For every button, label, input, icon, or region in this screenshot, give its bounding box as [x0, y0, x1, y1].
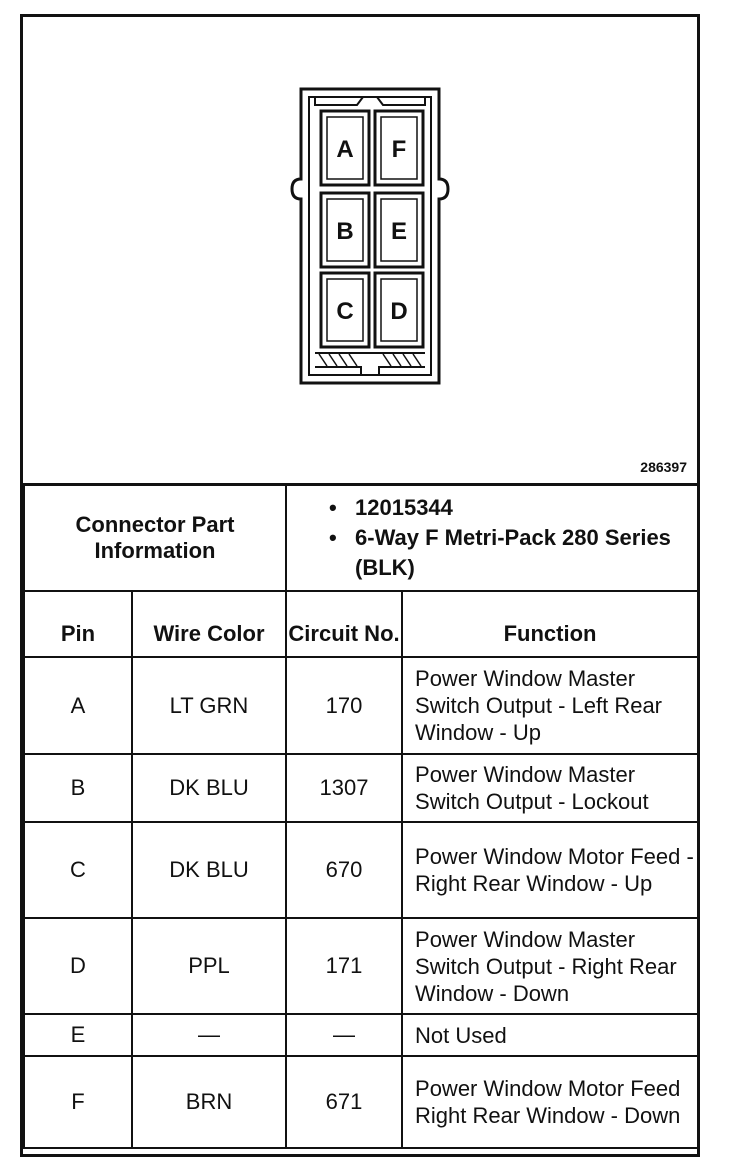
pin-label-d: D: [390, 298, 407, 325]
pin-label-f: F: [392, 136, 407, 163]
circuit-cell: 670: [285, 821, 404, 919]
cavity-f: [373, 109, 425, 187]
pin-cell: D: [23, 917, 133, 1015]
col-header-pin: Pin: [23, 590, 133, 658]
table-row: A LT GRN 170 Power Window Master Switch …: [23, 656, 700, 755]
figure-number: 286397: [640, 459, 687, 475]
top-latch-left: [314, 96, 364, 106]
col-header-circuit: Circuit No.: [285, 590, 404, 658]
circuit-cell: 171: [285, 917, 404, 1015]
function-cell: Power Window Master Switch Output - Righ…: [401, 917, 700, 1015]
top-latch-right: [376, 96, 426, 106]
cavity-d: [373, 271, 425, 349]
wire-color-cell: —: [130, 1013, 288, 1057]
pin-cell: A: [23, 656, 133, 755]
wire-color-cell: DK BLU: [130, 753, 288, 823]
connector-shell: [290, 87, 450, 385]
col-header-wire-color: Wire Color: [130, 590, 288, 658]
bottom-key: [315, 352, 425, 375]
wire-color-cell: PPL: [130, 917, 288, 1015]
connector-description: 6-Way F Metri-Pack 280 Series (BLK): [329, 523, 697, 583]
circuit-cell: 170: [285, 656, 404, 755]
function-cell: Not Used: [401, 1013, 700, 1057]
cavity-a: [319, 109, 371, 187]
circuit-cell: 671: [285, 1055, 404, 1149]
pin-label-a: A: [336, 136, 353, 163]
function-cell: Power Window Motor Feed Right Rear Windo…: [401, 1055, 700, 1149]
header-row: Pin Wire Color Circuit No. Function: [23, 590, 700, 658]
wire-color-cell: DK BLU: [130, 821, 288, 919]
connector-info-label: Connector Part Information: [22, 483, 288, 592]
cavity-b: [319, 191, 371, 269]
connector-inner-wall: [308, 96, 432, 376]
wire-color-cell: BRN: [130, 1055, 288, 1149]
col-header-function: Function: [401, 590, 700, 658]
connector-info-row: Connector Part Information 12015344 6-Wa…: [22, 483, 700, 592]
pin-cell: C: [23, 821, 133, 919]
table-row: E — — Not Used: [23, 1013, 700, 1057]
connector-diagram: A F B E C D 286397: [23, 17, 697, 486]
bottom-hatch: [318, 353, 422, 367]
connector-part-number: 12015344: [329, 493, 697, 523]
connector-drawing: A F B E C D: [290, 87, 450, 385]
circuit-cell: 1307: [285, 753, 404, 823]
connector-info-list: 12015344 6-Way F Metri-Pack 280 Series (…: [285, 483, 700, 592]
pin-label-e: E: [391, 218, 407, 245]
pin-cell: B: [23, 753, 133, 823]
pin-cell: F: [23, 1055, 133, 1149]
cavity-c: [319, 271, 371, 349]
pinout-table: Connector Part Information 12015344 6-Wa…: [22, 483, 700, 1149]
table-row: F BRN 671 Power Window Motor Feed Right …: [23, 1055, 700, 1149]
pin-label-c: C: [336, 298, 353, 325]
pin-cell: E: [23, 1013, 133, 1057]
circuit-cell: —: [285, 1013, 404, 1057]
table-row: B DK BLU 1307 Power Window Master Switch…: [23, 753, 700, 823]
table-row: C DK BLU 670 Power Window Motor Feed - R…: [23, 821, 700, 919]
function-cell: Power Window Motor Feed - Right Rear Win…: [401, 821, 700, 919]
function-cell: Power Window Master Switch Output - Left…: [401, 656, 700, 755]
pin-label-b: B: [336, 218, 353, 245]
cavity-e: [373, 191, 425, 269]
function-cell: Power Window Master Switch Output - Lock…: [401, 753, 700, 823]
wire-color-cell: LT GRN: [130, 656, 288, 755]
connector-sheet: A F B E C D 286397 Connector Part Inform…: [20, 14, 700, 1157]
table-row: D PPL 171 Power Window Master Switch Out…: [23, 917, 700, 1015]
